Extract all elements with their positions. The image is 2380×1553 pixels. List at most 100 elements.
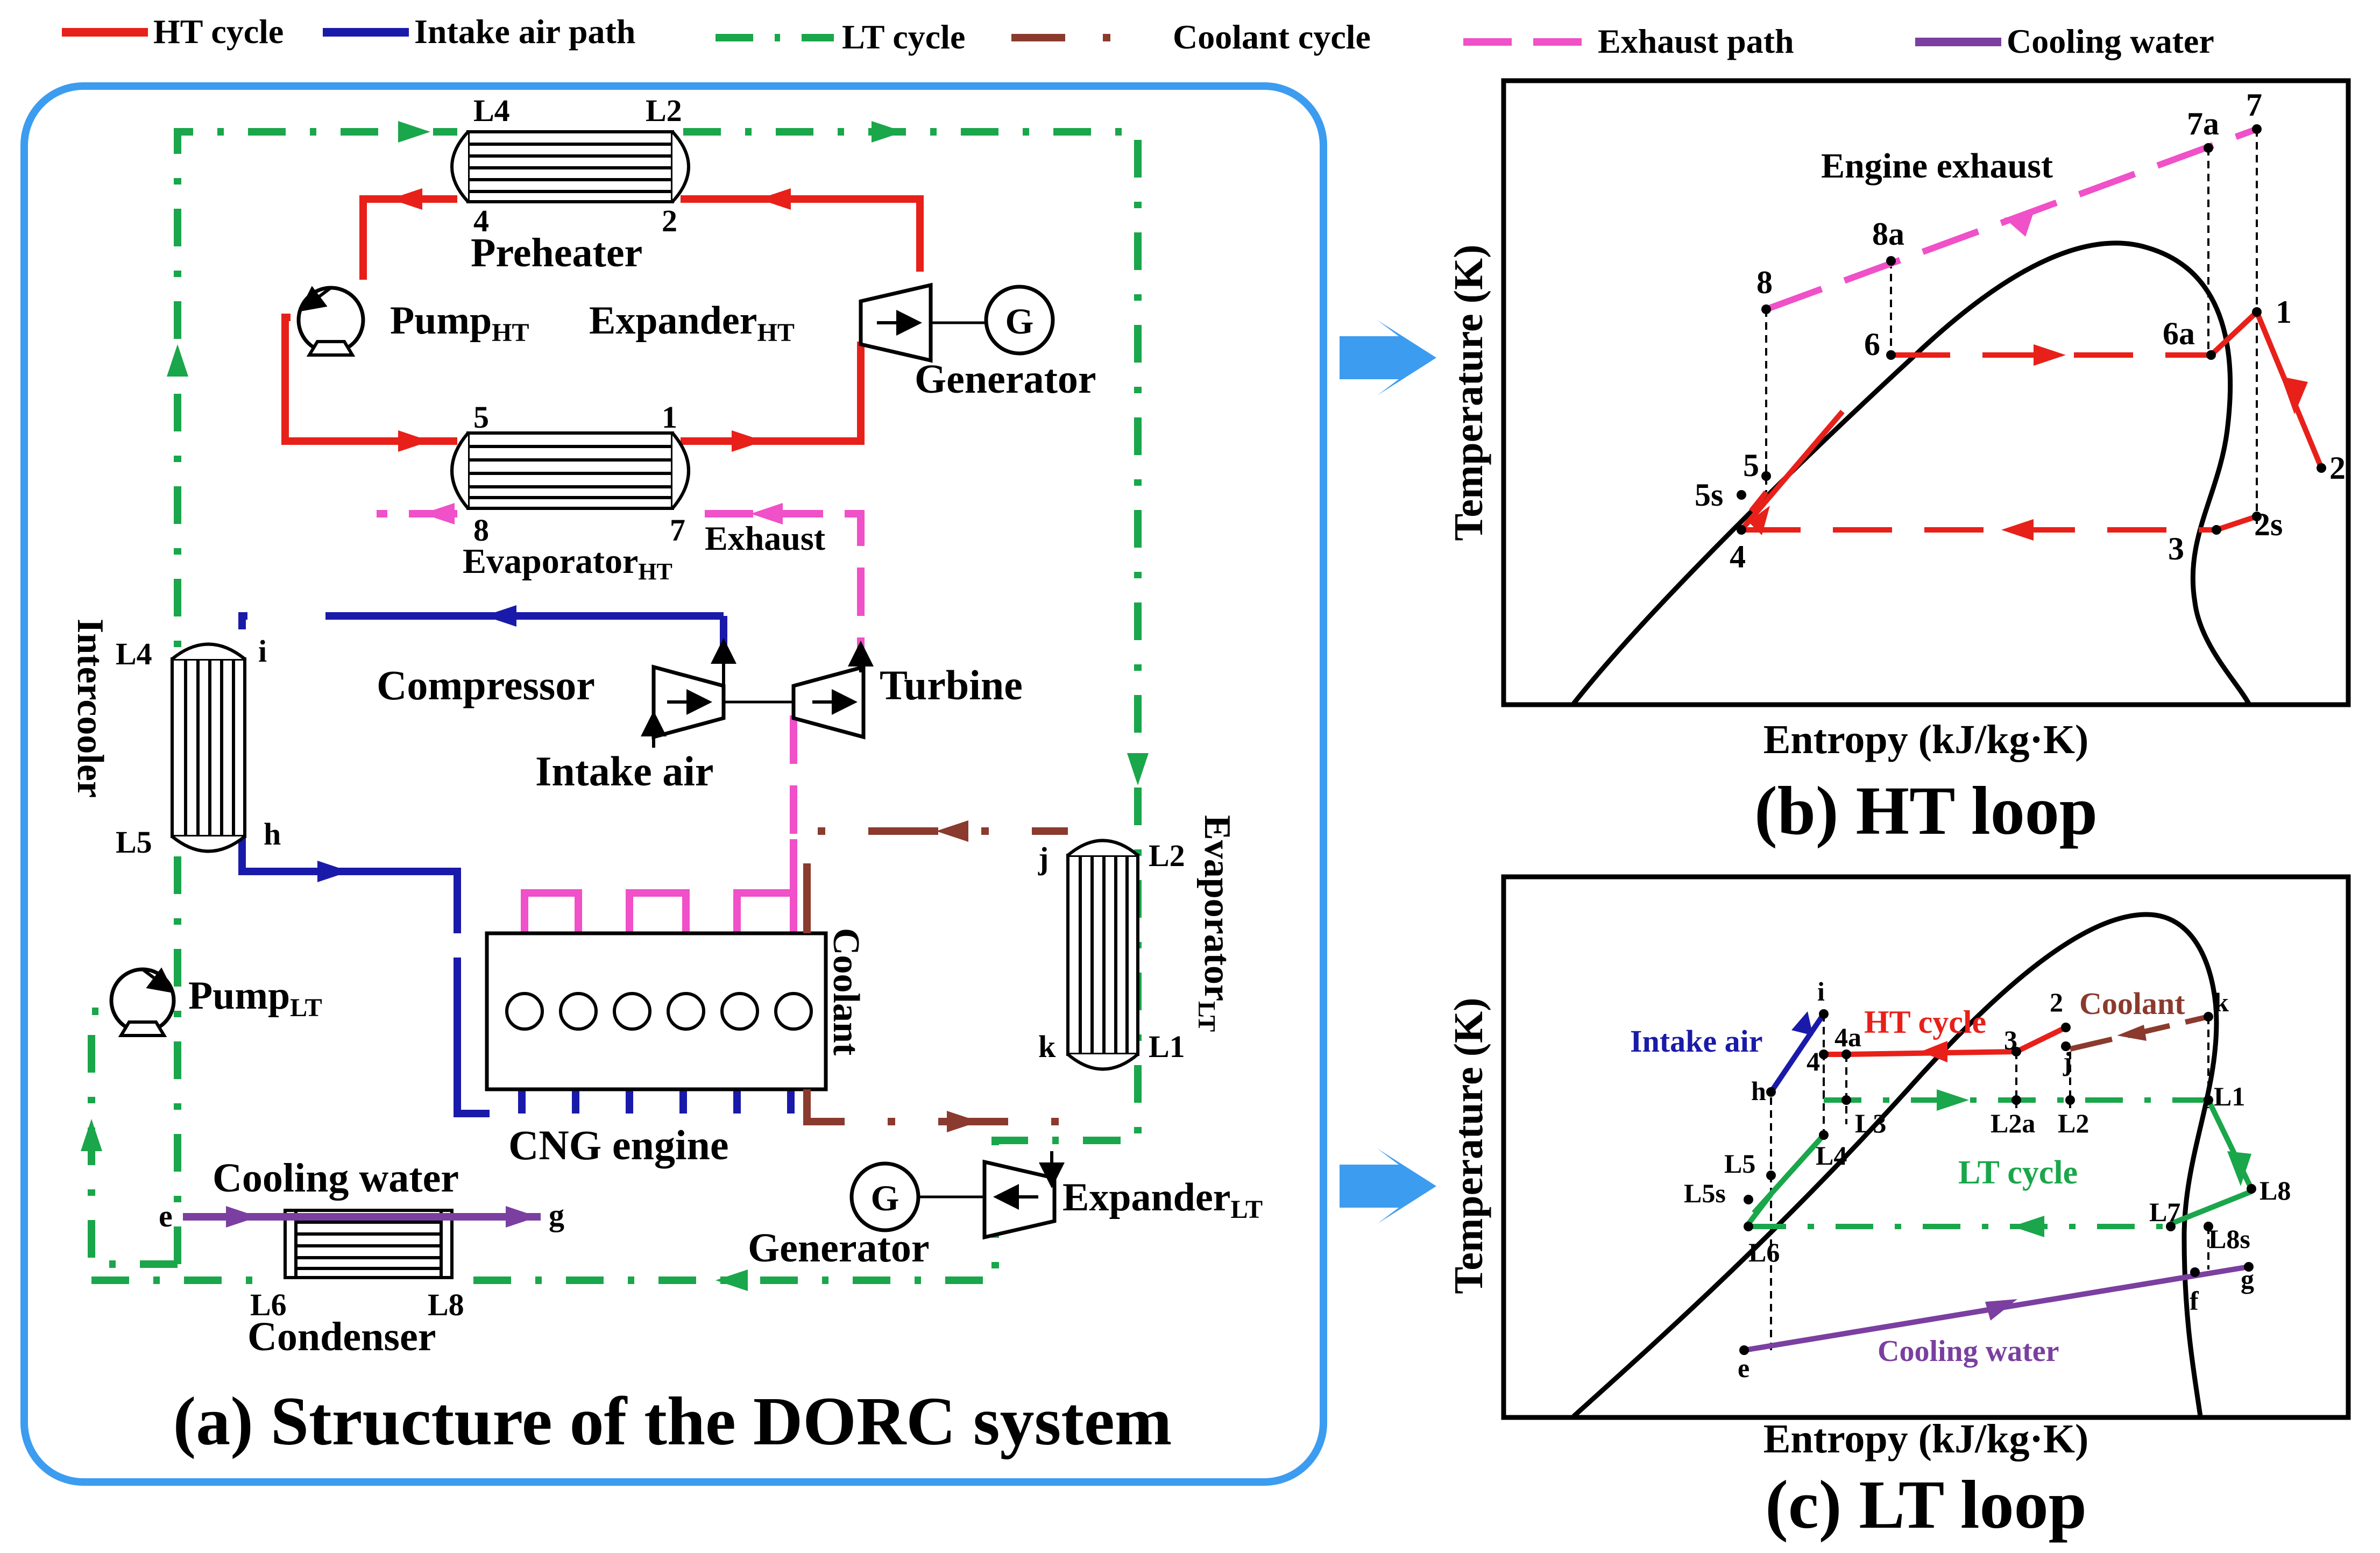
lt-cycle-arrows [1937,1089,2251,1237]
evaporator-ht-point-8: 8 [473,513,489,548]
pump-ht: PumpHT [296,286,529,357]
pump-ht-label: PumpHT [390,299,529,347]
engine-exhaust-label: Engine exhaust [1821,146,2053,186]
lt-coolant-arrow [2117,1025,2147,1041]
cooling-water-path: e g Cooling water [159,1155,564,1233]
compressor-label: Compressor [377,662,595,708]
evaporator-lt-label: EvaporatorLT [1193,815,1238,1032]
preheater-label: Preheater [471,230,642,275]
panel-a: L4 L2 4 2 Preheater PumpHT ExpanderHT G … [20,82,1327,1486]
intercooler: L4 i L5 h Intercooler [69,619,281,860]
evaporator-lt-l2-label: L2 [1149,838,1185,873]
preheater-point-4: 4 [473,203,489,238]
preheater-l4-label: L4 [473,93,510,128]
panel-c-title: (c) LT loop [1765,1466,2087,1543]
legend-cooling-label: Cooling water [2007,22,2214,60]
ht-guide-lines [1765,129,2258,527]
evaporator-lt-k-label: k [1038,1029,1056,1064]
lt-point-l6: L6 [1748,1237,1780,1267]
legend-ht-label: HT cycle [153,12,284,51]
lt-point-e: e [1738,1353,1749,1383]
exhaust-label: Exhaust [705,519,826,557]
generator-bottom-label: Generator [748,1225,930,1271]
lt-point-l4: L4 [1816,1140,1847,1171]
lt-intake-air-label: Intake air [1630,1024,1763,1059]
condenser-l6-label: L6 [250,1287,287,1322]
ht-point-1: 1 [2276,294,2292,330]
compressor: Compressor Intake air [377,638,794,795]
lt-cycle-label: LT cycle [1958,1154,2078,1191]
panel-c: i h 4 4a 3 2 j k L1 L2 L2a L3 L4 L5 L5s … [1446,874,2351,1543]
evaporator-lt-l1-label: L1 [1149,1029,1185,1064]
generator-bottom: G Generator [748,1161,984,1271]
ht-point-6a: 6a [2163,316,2195,351]
lt-point-4: 4 [1807,1046,1820,1076]
lt-point-l5: L5 [1724,1148,1755,1179]
lt-point-f: f [2190,1286,2199,1316]
ht-point-2: 2 [2329,450,2346,486]
ht-point-7a: 7a [2187,106,2219,141]
lt-ht-cycle-arrow [1921,1041,1947,1062]
cooling-water-label: Cooling water [212,1155,459,1201]
intake-air-arrows [317,605,516,882]
lt-point-l5s: L5s [1684,1178,1726,1208]
panel-b-frame [1501,78,2351,707]
generator-top-label: Generator [915,357,1096,402]
lt-point-l8: L8 [2259,1175,2291,1205]
lt-point-i: i [1817,976,1825,1006]
ht-point-5: 5 [1743,448,1759,483]
evaporator-ht-point-5: 5 [473,400,489,435]
legend-intake-label: Intake air path [414,12,635,51]
ht-point-3: 3 [2168,531,2184,566]
lt-cooling-water-arrow [1985,1299,2017,1321]
ht-point-7: 7 [2246,87,2262,123]
lt-state-points [1739,1009,2256,1355]
engine-exhaust-arrow [2004,212,2034,237]
turbine: Turbine [791,641,1023,740]
ht-point-5s: 5s [1695,477,1723,513]
evaporator-ht-point-1: 1 [662,400,677,435]
lt-point-l2a: L2a [1991,1108,2035,1138]
lt-coolant-label: Coolant [2079,986,2185,1021]
lt-point-4a: 4a [1834,1022,1861,1052]
intercooler-h-label: h [264,817,281,852]
lt-point-j: j [2063,1046,2072,1076]
ht-ts-arrows [1748,344,2308,541]
lt-ht-cycle-label: HT cycle [1864,1004,1986,1040]
generator-top: G Generator [915,285,1096,402]
cng-engine: CNG engine Coolant [485,928,867,1168]
legend: HT cycle Intake air path LT cycle Coolan… [62,12,2214,60]
panel-b-ylabel: Temperature (K) [1446,245,1491,541]
coolant-cycle-path [803,827,1068,1125]
intercooler-label: Intercooler [69,619,111,798]
lt-intake-air-arrow [1791,1011,1813,1036]
arrow-to-ht-loop [1340,320,1436,395]
evaporator-ht: 5 1 8 7 EvaporatorHT [450,400,690,585]
evaporator-ht-point-7: 7 [670,513,685,548]
condenser-label: Condenser [247,1314,436,1359]
panel-c-ylabel: Temperature (K) [1446,998,1491,1294]
generator-bottom-symbol: G [871,1178,899,1218]
exhaust-arrows [422,503,783,524]
lt-point-l8s: L8s [2208,1224,2250,1254]
evaporator-lt-j-label: j [1038,841,1049,876]
intercooler-l4-label: L4 [116,636,152,671]
panel-b-title: (b) HT loop [1754,772,2098,849]
legend-coolant-label: Coolant cycle [1173,18,1371,56]
panel-a-frame [20,82,1327,1486]
panel-connector-arrows [1340,320,1436,1224]
evaporator-ht-label: EvaporatorHT [463,542,672,585]
intercooler-l5-label: L5 [116,825,152,860]
cng-engine-label: CNG engine [508,1122,729,1168]
condenser: L6 L8 Condenser [247,1209,464,1359]
intercooler-i-label: i [258,634,267,669]
panel-a-title: (a) Structure of the DORC system [173,1383,1172,1459]
ht-point-8a: 8a [1872,216,1904,252]
legend-lt-label: LT cycle [842,18,965,56]
condenser-l8-label: L8 [428,1287,464,1322]
lt-point-g: g [2241,1264,2254,1294]
preheater-l2-label: L2 [646,93,682,128]
arrow-to-lt-loop [1340,1148,1436,1224]
ht-point-6: 6 [1864,327,1880,362]
